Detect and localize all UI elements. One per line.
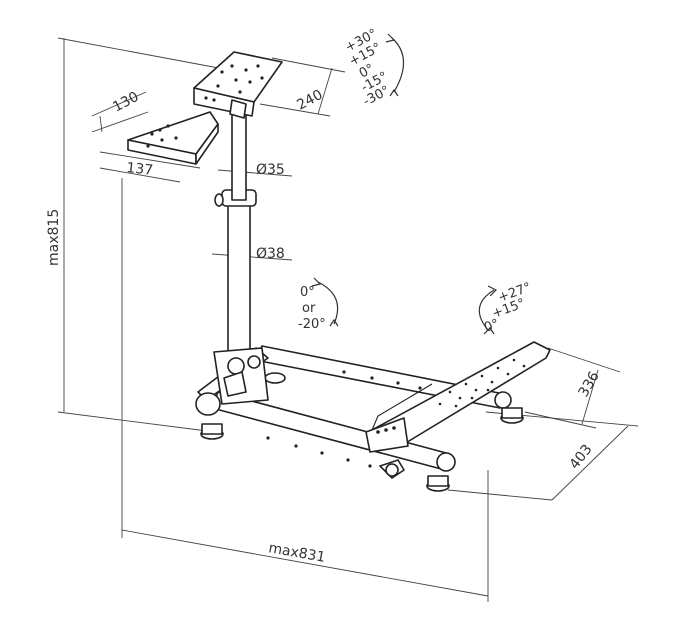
pedal-tilt-labels: +27° +15° 0° xyxy=(482,280,533,336)
base-dimension-lines xyxy=(447,347,639,501)
pedal-depth-label: 336 xyxy=(576,369,603,400)
max-height-dimension xyxy=(57,37,241,433)
tube-lower-label: Ø38 xyxy=(256,246,285,262)
tube-upper-label: Ø35 xyxy=(256,162,285,178)
wheel-tilt-arrow xyxy=(385,33,405,97)
wheel-tilt-labels: +30° +15° 0° -15° -30° xyxy=(343,26,393,109)
pedal-tilt-arrow xyxy=(478,285,498,335)
shifter-tilt-labels: 0° or -20° xyxy=(298,285,326,332)
plate-width-label: 240 xyxy=(294,87,325,114)
steering-column xyxy=(213,109,269,405)
pedal-tilt-3: 0° xyxy=(482,317,501,336)
tube-dimension-lines xyxy=(211,169,293,261)
pedal-plate-b-label: 137 xyxy=(126,160,154,179)
max-height-label: max815 xyxy=(46,209,62,266)
max-length-dimension xyxy=(121,178,489,602)
shifter-tilt-1: 0° xyxy=(300,285,315,300)
base-depth-label: 403 xyxy=(567,442,596,473)
shifter-tilt-3: -20° xyxy=(298,317,326,332)
pedal-plate-holes xyxy=(438,358,526,408)
side-plate xyxy=(127,111,219,165)
pedal-plate-a-label: 130 xyxy=(110,89,141,116)
shifter-tilt-2: or xyxy=(302,301,316,316)
base-frame xyxy=(195,345,524,492)
wheel-tilt-3: 0° xyxy=(357,61,377,81)
pedal-plate xyxy=(365,341,551,453)
max-length-label: max831 xyxy=(267,540,326,566)
wheel-plate-holes xyxy=(204,64,264,102)
plate-width-dimension xyxy=(259,57,346,117)
wheel-plate xyxy=(193,51,283,119)
pedal-plate-dimension xyxy=(91,91,201,183)
shifter-tilt-arrow xyxy=(311,277,339,327)
